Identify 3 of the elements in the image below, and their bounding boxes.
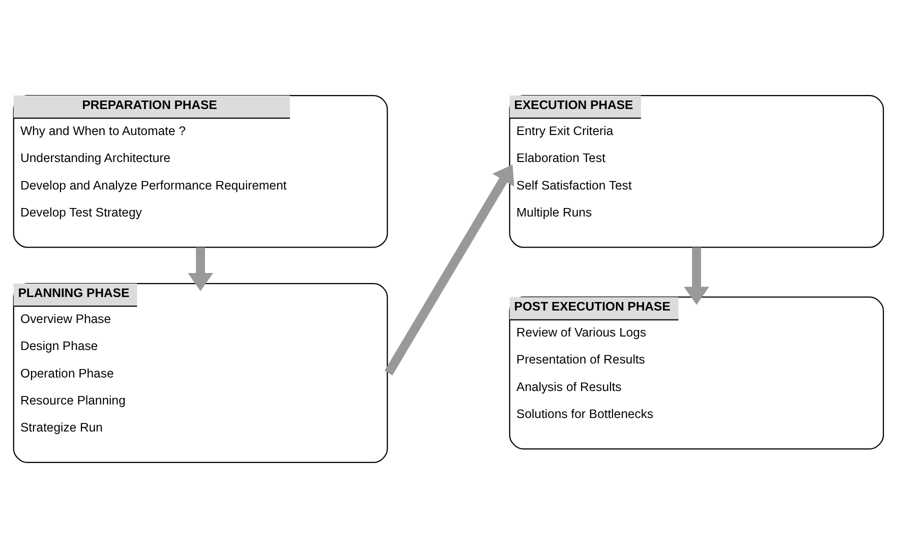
arrow	[188, 247, 214, 292]
arrow	[384, 164, 514, 376]
arrow	[684, 247, 710, 305]
